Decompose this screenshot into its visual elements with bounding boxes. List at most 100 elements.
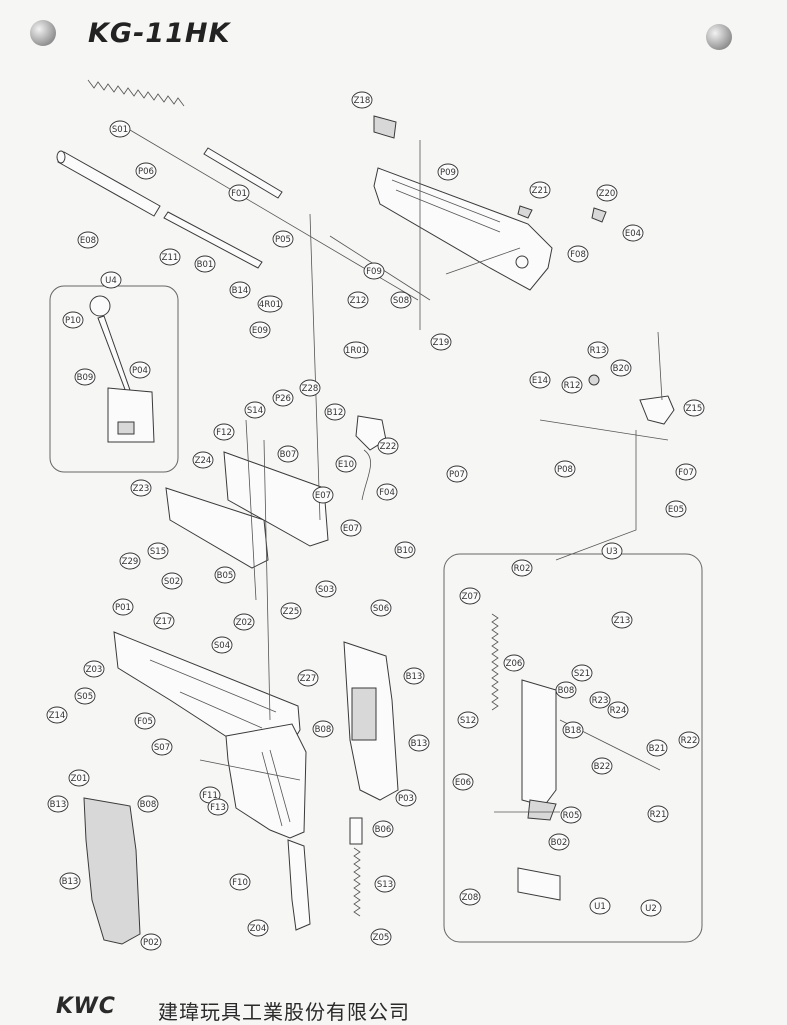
- part-label: P06: [135, 162, 157, 180]
- part-label: F01: [228, 184, 250, 202]
- part-label: Z08: [459, 888, 481, 906]
- part-label: S13: [374, 875, 396, 893]
- part-label-text: P08: [557, 465, 573, 475]
- part-label: U3: [601, 542, 623, 560]
- part-label: B02: [548, 833, 570, 851]
- part-label: F13: [207, 798, 229, 816]
- part-label: R12: [561, 376, 583, 394]
- part-label: S08: [390, 291, 412, 309]
- part-label-text: B22: [594, 762, 611, 772]
- part-label: F09: [363, 262, 385, 280]
- part-label: F04: [376, 483, 398, 501]
- part-label: P02: [140, 933, 162, 951]
- part-label-text: R22: [681, 736, 698, 746]
- part-label-text: E06: [455, 778, 471, 788]
- part-label-text: Z24: [195, 456, 212, 466]
- part-label: P04: [129, 361, 151, 379]
- part-label: U2: [640, 899, 662, 917]
- part-label: P07: [446, 465, 468, 483]
- hammer-spring: [349, 817, 363, 917]
- part-label: Z27: [297, 669, 319, 687]
- part-label-text: E10: [338, 460, 354, 470]
- part-label: Z06: [503, 654, 525, 672]
- part-label-text: S06: [373, 604, 389, 614]
- part-label: S03: [315, 580, 337, 598]
- hammer-strut-parts: [517, 205, 675, 425]
- part-label-text: U4: [105, 276, 117, 286]
- part-label-text: B18: [565, 726, 582, 736]
- part-label: Z24: [192, 451, 214, 469]
- brand-logo: KWC: [56, 994, 116, 1019]
- part-label-text: F09: [366, 267, 382, 277]
- part-label: E10: [335, 455, 357, 473]
- part-label-text: Z28: [302, 384, 319, 394]
- part-label-text: E14: [532, 376, 548, 386]
- part-label-text: E08: [80, 236, 96, 246]
- part-label: P08: [554, 460, 576, 478]
- part-label-text: Z04: [250, 924, 267, 934]
- part-label: F07: [675, 463, 697, 481]
- part-label: F08: [567, 245, 589, 263]
- part-label-text: Z29: [122, 557, 139, 567]
- part-label-text: Z03: [86, 665, 103, 675]
- part-label: E09: [249, 321, 271, 339]
- part-label: B05: [214, 566, 236, 584]
- part-label-text: P09: [440, 168, 456, 178]
- part-label: E06: [452, 773, 474, 791]
- guide-rod: [203, 147, 283, 199]
- part-label: B21: [646, 739, 668, 757]
- part-label-text: E04: [625, 229, 641, 239]
- part-label-text: B02: [551, 838, 568, 848]
- part-label-text: U1: [594, 902, 606, 912]
- part-label-text: 4R01: [259, 300, 281, 310]
- part-label: Z19: [430, 333, 452, 351]
- part-label: P26: [272, 389, 294, 407]
- part-label: R22: [678, 731, 700, 749]
- mainspring-housing: [287, 839, 311, 931]
- part-label-text: Z11: [162, 253, 179, 263]
- part-label: S04: [211, 636, 233, 654]
- part-label: P09: [437, 163, 459, 181]
- part-label-text: F05: [137, 717, 153, 727]
- part-label: Z18: [351, 91, 373, 109]
- part-label: E08: [77, 231, 99, 249]
- part-label-text: F07: [678, 468, 694, 478]
- part-label-text: R21: [650, 810, 667, 820]
- trigger-mechanism: [165, 415, 387, 569]
- part-label-text: Z06: [506, 659, 523, 669]
- part-label-text: B20: [613, 364, 630, 374]
- part-label-text: B12: [327, 408, 344, 418]
- part-label: E14: [529, 371, 551, 389]
- recoil-spring: [87, 79, 185, 107]
- part-label: E05: [665, 500, 687, 518]
- part-label-text: Z17: [156, 617, 173, 627]
- part-label-text: Z27: [300, 674, 317, 684]
- part-label: Z14: [46, 706, 68, 724]
- part-label: B08: [137, 795, 159, 813]
- part-label: Z20: [596, 184, 618, 202]
- right-grip-panel: [343, 641, 399, 801]
- part-label: B13: [408, 734, 430, 752]
- part-label-text: E07: [343, 524, 359, 534]
- part-label-text: P05: [275, 235, 291, 245]
- part-label: Z04: [247, 919, 269, 937]
- part-label: Z05: [370, 928, 392, 946]
- part-label-text: S07: [154, 743, 170, 753]
- part-label-text: Z14: [49, 711, 66, 721]
- part-label: S06: [370, 599, 392, 617]
- part-label-text: P03: [398, 794, 414, 804]
- part-label-text: Z07: [462, 592, 479, 602]
- part-label-text: B05: [217, 571, 234, 581]
- part-label-text: S02: [164, 577, 180, 587]
- part-label-text: R23: [592, 696, 609, 706]
- part-label-text: B07: [280, 450, 297, 460]
- part-label-text: F12: [216, 428, 232, 438]
- part-label-text: R24: [610, 706, 627, 716]
- part-label: Z28: [299, 379, 321, 397]
- part-label: Z03: [83, 660, 105, 678]
- part-label: Z15: [683, 399, 705, 417]
- part-label-text: Z25: [283, 607, 300, 617]
